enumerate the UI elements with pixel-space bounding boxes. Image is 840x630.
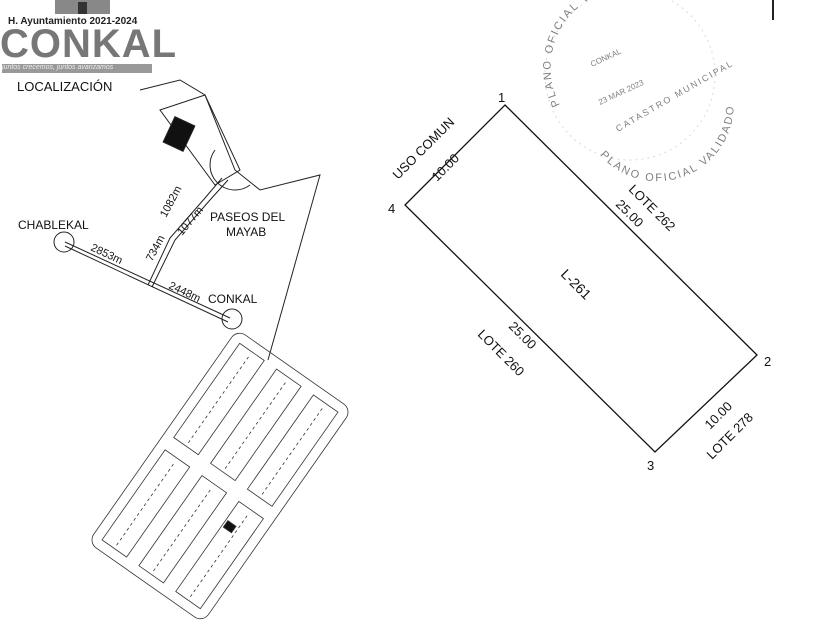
vertex-3: 3 <box>647 458 654 473</box>
lot-id: L-261 <box>558 266 595 303</box>
stamp-top-text: PLANO OFICIAL VALIDADO <box>541 0 650 109</box>
logo-subtitle: H. Ayuntamiento 2021-2024 <box>8 16 138 27</box>
place-paseos: PASEOS DEL <box>210 210 285 224</box>
stamp-center: CATASTRO MUNICIPAL <box>614 58 735 134</box>
distance-label: 734m <box>144 233 168 263</box>
location-sketch <box>53 79 321 361</box>
lot-polygon <box>404 104 758 453</box>
vertex-2: 2 <box>764 354 771 369</box>
logo-emblem-icon <box>55 0 110 14</box>
logo-name: CONKAL <box>0 22 178 66</box>
vertex-1: 1 <box>498 90 505 105</box>
svg-text:PLANO OFICIAL VALIDADO: PLANO OFICIAL VALIDADO <box>541 0 652 109</box>
validation-stamp: PLANO OFICIAL VALIDADO PLANO OFICIAL VAL… <box>541 0 737 184</box>
distance-label: 1077m <box>175 204 206 237</box>
subdivision-map <box>91 332 349 620</box>
svg-text:PLANO OFICIAL VALIDADO: PLANO OFICIAL VALIDADO <box>598 104 737 184</box>
distance-label: 2853m <box>89 242 125 267</box>
side-length: 10.00 <box>429 151 463 185</box>
stamp-date: 23 MAR 2023 <box>597 78 646 107</box>
logo-tagline: juntos crecemos, juntos avanzamos <box>2 64 152 73</box>
stamp-bottom-text: PLANO OFICIAL VALIDADO <box>598 104 735 184</box>
side-length: 25.00 <box>506 319 540 353</box>
place-conkal: CONKAL <box>208 292 258 306</box>
stamp-logo: CONKAL <box>589 47 623 69</box>
distance-label: 1082m <box>158 184 184 219</box>
location-title: LOCALIZACIÓN <box>17 79 113 94</box>
place-mayab: MAYAB <box>226 225 266 239</box>
place-chablekal: CHABLEKAL <box>18 218 89 232</box>
vertex-4: 4 <box>388 201 395 216</box>
